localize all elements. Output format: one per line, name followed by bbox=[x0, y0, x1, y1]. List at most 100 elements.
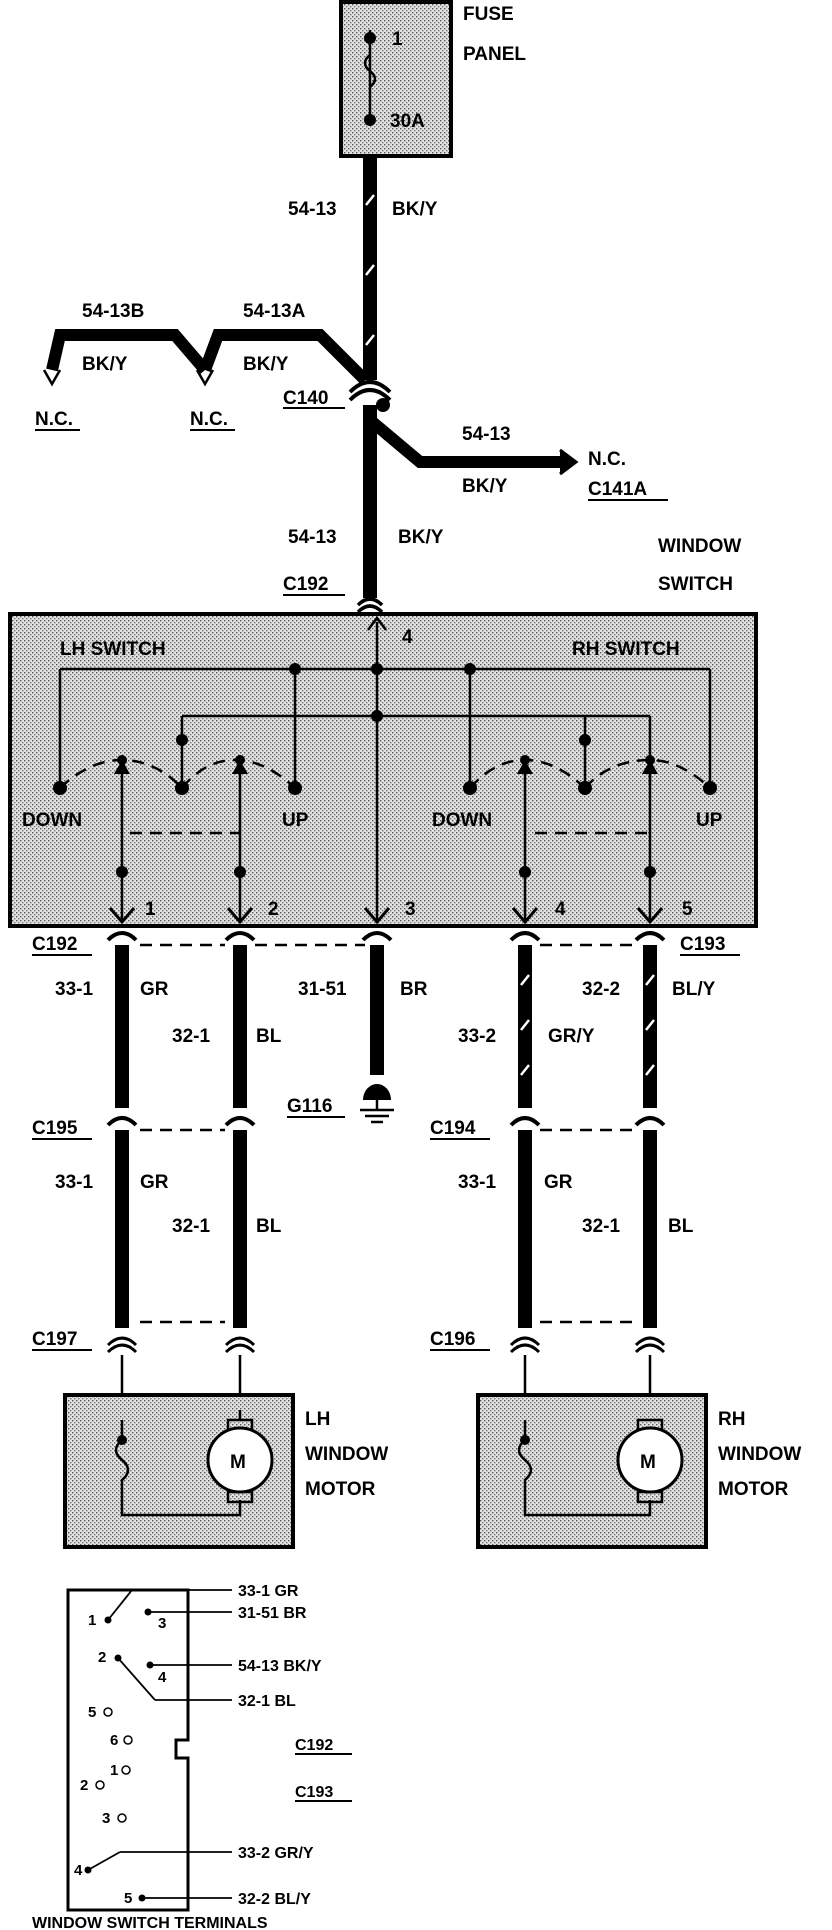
term-pin-3b: 3 bbox=[102, 1810, 110, 1827]
window-switch-title-1: WINDOW bbox=[658, 536, 741, 557]
branch-b-circuit: 54-13B bbox=[82, 301, 144, 322]
c192-label: C192 bbox=[32, 934, 77, 955]
w2-circuit: 32-1 bbox=[172, 1026, 210, 1047]
w3-color: BR bbox=[400, 979, 428, 1000]
term-pin-5a: 5 bbox=[88, 1704, 96, 1721]
rh-upper-wires bbox=[518, 945, 657, 1108]
branch-wires bbox=[42, 329, 579, 476]
branch-a-color: BK/Y bbox=[243, 354, 289, 375]
lh-motor-symbol: M bbox=[230, 1452, 246, 1473]
fuse-panel: 1 30A bbox=[339, 0, 453, 158]
term-pin-6: 6 bbox=[110, 1732, 118, 1749]
lh-up-label: UP bbox=[282, 810, 309, 831]
term-pin-3: 3 bbox=[158, 1615, 166, 1632]
switch-pin-top: 4 bbox=[402, 627, 413, 648]
lower-wires bbox=[115, 1130, 657, 1328]
rh-lower-1-color: GR bbox=[544, 1172, 573, 1193]
right-branch-color: BK/Y bbox=[462, 476, 508, 497]
branch-a-circuit: 54-13A bbox=[243, 301, 306, 322]
w1-circuit: 33-1 bbox=[55, 979, 93, 1000]
g116-label: G116 bbox=[287, 1096, 332, 1117]
lh-lower-1-color: GR bbox=[140, 1172, 169, 1193]
window-switch-title-2: SWITCH bbox=[658, 574, 733, 595]
c195-c194-connectors bbox=[106, 1116, 666, 1132]
c140-label: C140 bbox=[283, 388, 328, 409]
term-pin-1b: 1 bbox=[110, 1762, 118, 1779]
switch-pin-3: 3 bbox=[405, 899, 416, 920]
c196-label: C196 bbox=[430, 1329, 475, 1350]
feed-circuit-label: 54-13 bbox=[288, 199, 337, 220]
term-54-13-label: 54-13 BK/Y bbox=[238, 1658, 322, 1675]
c194-label: C194 bbox=[430, 1118, 476, 1139]
lh-lower-1-circuit: 33-1 bbox=[55, 1172, 93, 1193]
term-32-1-label: 32-1 BL bbox=[238, 1693, 296, 1710]
nc-mid-label: N.C. bbox=[190, 409, 228, 430]
fuse-panel-title-2: PANEL bbox=[463, 44, 526, 65]
c195-label: C195 bbox=[32, 1118, 78, 1139]
fuse-rating-label: 30A bbox=[390, 111, 425, 132]
output-connectors-c192-c193 bbox=[106, 931, 666, 947]
lh-down-label: DOWN bbox=[22, 810, 82, 831]
rh-up-label: UP bbox=[696, 810, 723, 831]
feed-color-label: BK/Y bbox=[392, 199, 438, 220]
w2-color: BL bbox=[256, 1026, 282, 1047]
c140-connector bbox=[348, 380, 392, 412]
w4-circuit: 33-2 bbox=[458, 1026, 496, 1047]
term-pin-1: 1 bbox=[88, 1612, 96, 1629]
rh-lower-1-circuit: 33-1 bbox=[458, 1172, 496, 1193]
lh-switch-label: LH SWITCH bbox=[60, 639, 166, 660]
lh-window-motor: M bbox=[63, 1355, 295, 1549]
fuse-panel-title-1: FUSE bbox=[463, 4, 514, 25]
lower-feed-color: BK/Y bbox=[398, 527, 444, 548]
term-33-2-label: 33-2 GR/Y bbox=[238, 1845, 314, 1862]
term-33-1-label: 33-1 GR bbox=[238, 1583, 299, 1600]
w4-color: GR/Y bbox=[548, 1026, 595, 1047]
c193-label: C193 bbox=[680, 934, 725, 955]
window-switch-terminal-view bbox=[66, 1588, 232, 1912]
lh-motor-label-3: MOTOR bbox=[305, 1479, 376, 1500]
rh-motor-label-3: MOTOR bbox=[718, 1479, 789, 1500]
rh-lower-2-circuit: 32-1 bbox=[582, 1216, 620, 1237]
rh-motor-symbol: M bbox=[640, 1452, 656, 1473]
rh-down-label: DOWN bbox=[432, 810, 492, 831]
w3-circuit: 31-51 bbox=[298, 979, 347, 1000]
term-pin-2: 2 bbox=[98, 1649, 106, 1666]
c141a-label: C141A bbox=[588, 479, 647, 500]
switch-pin-4: 4 bbox=[555, 899, 566, 920]
rh-motor-label-1: RH bbox=[718, 1409, 745, 1430]
w1-color: GR bbox=[140, 979, 169, 1000]
term-c192-label: C192 bbox=[295, 1737, 333, 1754]
rh-lower-2-color: BL bbox=[668, 1216, 694, 1237]
lower-feed-circuit: 54-13 bbox=[288, 527, 337, 548]
switch-pin-2: 2 bbox=[268, 899, 279, 920]
lh-motor-label-2: WINDOW bbox=[305, 1444, 388, 1465]
rh-window-motor: M bbox=[476, 1355, 708, 1549]
lh-lower-2-color: BL bbox=[256, 1216, 282, 1237]
right-branch-circuit: 54-13 bbox=[462, 424, 511, 445]
lh-upper-wires bbox=[115, 945, 247, 1108]
rh-switch-label: RH SWITCH bbox=[572, 639, 680, 660]
switch-pin-1: 1 bbox=[145, 899, 156, 920]
c197-c196-connectors bbox=[106, 1320, 666, 1354]
window-switch-box bbox=[8, 612, 758, 928]
switch-pin-5: 5 bbox=[682, 899, 693, 920]
w5-color: BL/Y bbox=[672, 979, 716, 1000]
term-pin-4: 4 bbox=[158, 1669, 167, 1686]
nc-left-label: N.C. bbox=[35, 409, 73, 430]
term-32-2-label: 32-2 BL/Y bbox=[238, 1891, 311, 1908]
term-pin-5: 5 bbox=[124, 1890, 132, 1907]
lh-motor-label-1: LH bbox=[305, 1409, 330, 1430]
w5-circuit: 32-2 bbox=[582, 979, 620, 1000]
c192-top-label: C192 bbox=[283, 574, 328, 595]
terminals-title: WINDOW SWITCH TERMINALS bbox=[32, 1915, 268, 1930]
c192-top-connector bbox=[356, 597, 384, 614]
switch-internal-wiring bbox=[53, 615, 717, 925]
term-pin-2b: 2 bbox=[80, 1777, 88, 1794]
feed-wire bbox=[363, 156, 377, 380]
ground-wire bbox=[360, 945, 394, 1124]
c197-label: C197 bbox=[32, 1329, 77, 1350]
rh-motor-label-2: WINDOW bbox=[718, 1444, 801, 1465]
lh-lower-2-circuit: 32-1 bbox=[172, 1216, 210, 1237]
term-31-51-label: 31-51 BR bbox=[238, 1605, 307, 1622]
